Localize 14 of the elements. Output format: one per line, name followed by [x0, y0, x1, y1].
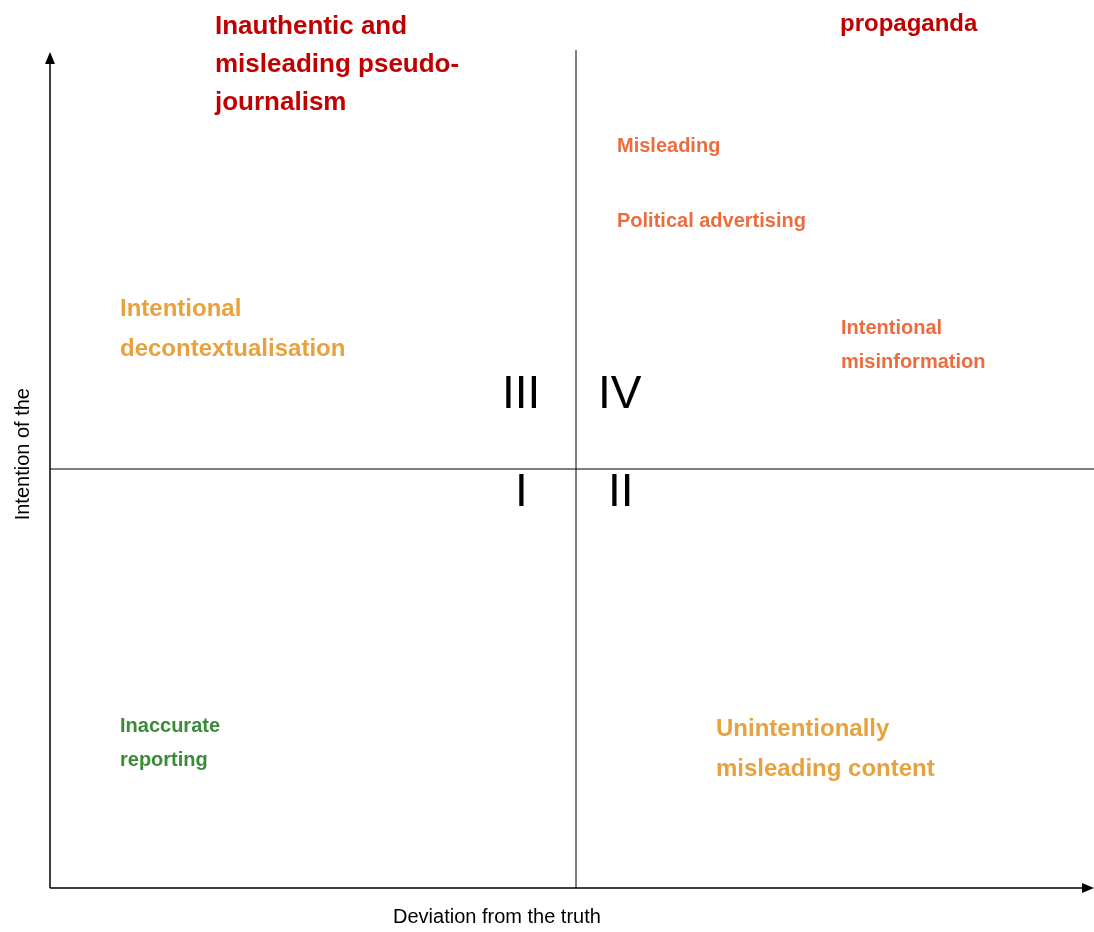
quadrant-numeral: I [515, 463, 528, 518]
category-label: Unintentionally misleading content [716, 713, 936, 783]
category-label: Misleading [617, 133, 722, 158]
axis-label: Intention of the [10, 388, 34, 521]
category-label: Political advertising [617, 208, 807, 233]
quadrant-numeral: IV [598, 365, 642, 420]
quadrant-numeral: III [502, 365, 541, 420]
quadrant-numeral: II [608, 463, 634, 518]
category-label: Intentional misinformation [841, 315, 987, 374]
axis-label: Deviation from the truth [393, 904, 601, 929]
category-heading: propaganda [840, 8, 979, 38]
category-label: Intentional decontextualisation [120, 293, 347, 363]
category-heading: Inauthentic and misleading pseudo-journalism [215, 9, 461, 118]
category-label: Inaccurate reporting [120, 713, 222, 772]
